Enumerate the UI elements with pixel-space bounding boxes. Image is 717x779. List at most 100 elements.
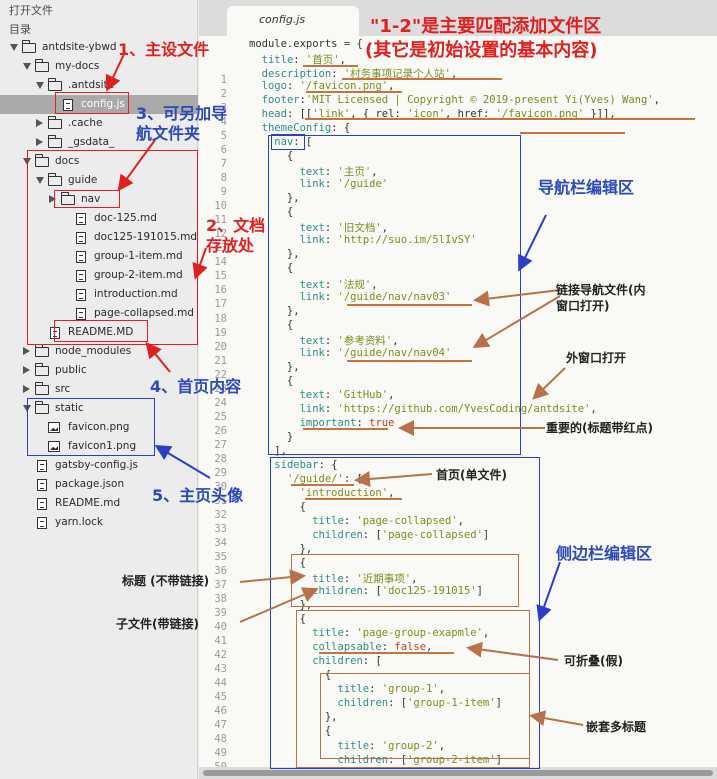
code-line: children: [: [312, 655, 382, 668]
tree-folder[interactable]: my-docs: [0, 57, 198, 76]
tree-file[interactable]: config.js: [0, 95, 198, 114]
line-number: 31: [214, 494, 227, 507]
line-number: 42: [214, 649, 227, 662]
code-line: link: 'http://suo.im/5lIvSY': [299, 234, 477, 247]
file-icon: [37, 460, 47, 472]
code-line: '/guide/': [: [286, 472, 363, 485]
line-number: 20: [214, 340, 227, 353]
tree-folder[interactable]: public: [0, 361, 198, 380]
code-line: title: 'page-group-exapmle',: [312, 627, 490, 640]
tree-folder[interactable]: antdsite-ybwd: [0, 38, 198, 57]
tree-file[interactable]: README.md: [0, 494, 198, 513]
folder-icon: [34, 363, 49, 376]
folder-icon: [60, 192, 75, 205]
tree-item-label: favicon.png: [68, 421, 130, 433]
code-line: {: [249, 669, 332, 682]
line-number: 14: [214, 256, 227, 269]
tree-file[interactable]: gatsby-config.js: [0, 456, 198, 475]
tree-file[interactable]: doc125-191015.md: [0, 228, 198, 247]
line-number: 45: [214, 691, 227, 704]
tree-folder[interactable]: docs: [0, 152, 198, 171]
tab-config-js[interactable]: config.js: [227, 6, 359, 36]
line-number: 5: [220, 130, 227, 143]
tree-file[interactable]: group-1-item.md: [0, 247, 198, 266]
image-file-icon: [48, 441, 60, 452]
code-line: {: [249, 557, 306, 570]
tree-file[interactable]: page-collapsed.md: [0, 304, 198, 323]
tree-item-label: guide: [68, 174, 98, 186]
tree-item-label: README.MD: [68, 326, 134, 338]
tree-file[interactable]: package.json: [0, 475, 198, 494]
code-line: },: [249, 304, 300, 317]
line-number: 35: [214, 551, 227, 564]
tree-item-label: antdsite-ybwd: [42, 41, 117, 53]
tree-folder[interactable]: _gsdata_: [0, 133, 198, 152]
horizontal-scrollbar[interactable]: [199, 767, 717, 779]
chevron-down-icon[interactable]: [10, 44, 18, 51]
tree-folder[interactable]: src: [0, 380, 198, 399]
code-line: text: '主页',: [299, 166, 378, 179]
chevron-down-icon[interactable]: [23, 158, 31, 165]
line-number: 12: [214, 228, 227, 241]
code-line: link: '/guide/nav/nav03': [299, 290, 452, 303]
chevron-down-icon[interactable]: [36, 82, 44, 89]
scrollbar-thumb[interactable]: [203, 770, 713, 776]
code-line: collapsable: false,: [312, 641, 433, 654]
chevron-right-icon[interactable]: [49, 195, 56, 203]
tree-file[interactable]: favicon.png: [0, 418, 198, 437]
line-number: 48: [214, 733, 227, 746]
tree-folder[interactable]: .cache: [0, 114, 198, 133]
file-icon: [76, 289, 86, 301]
folder-icon: [34, 344, 49, 357]
tree-file[interactable]: doc-125.md: [0, 209, 198, 228]
chevron-right-icon[interactable]: [23, 385, 30, 393]
chevron-down-icon[interactable]: [36, 177, 44, 184]
folder-open-icon: [21, 40, 36, 53]
tree-item-label: favicon1.png: [68, 440, 137, 452]
file-icon: [37, 479, 47, 491]
chevron-right-icon[interactable]: [23, 347, 30, 355]
code-line: ],: [249, 444, 287, 457]
chevron-down-icon[interactable]: [23, 63, 31, 70]
code-line: },: [249, 543, 313, 556]
code-line: {: [249, 318, 294, 331]
tree-folder[interactable]: static: [0, 399, 198, 418]
tree-file[interactable]: favicon1.png: [0, 437, 198, 456]
line-number: 24: [214, 396, 227, 409]
tree-file[interactable]: group-2-item.md: [0, 266, 198, 285]
code-line: 'introduction',: [299, 486, 395, 499]
code-line: {: [249, 613, 306, 626]
code-line: text: '旧文档',: [299, 222, 389, 235]
line-number: 23: [214, 382, 227, 395]
line-number: 39: [214, 607, 227, 620]
line-number: 38: [214, 593, 227, 606]
folder-open-icon: [47, 78, 62, 91]
line-number: 8: [220, 172, 227, 185]
tree-item-label: node_modules: [55, 345, 132, 357]
tree-file[interactable]: yarn.lock: [0, 513, 198, 532]
folder-icon: [47, 135, 62, 148]
code-line: {: [249, 206, 294, 219]
line-number: 43: [214, 663, 227, 676]
tree-folder[interactable]: .antdsite: [0, 76, 198, 95]
code-line: description: '村务事项记录个人站',: [261, 68, 458, 81]
chevron-down-icon[interactable]: [23, 405, 31, 412]
line-number: 34: [214, 536, 227, 549]
tree-item-label: group-1-item.md: [94, 250, 183, 262]
line-number: 28: [214, 452, 227, 465]
tree-folder[interactable]: nav: [0, 190, 198, 209]
tree-folder[interactable]: guide: [0, 171, 198, 190]
tab-bar: config.js: [199, 0, 717, 36]
tree-folder[interactable]: node_modules: [0, 342, 198, 361]
line-number: 3: [220, 102, 227, 115]
tree-file[interactable]: README.MD: [0, 323, 198, 342]
chevron-right-icon[interactable]: [36, 138, 43, 146]
code-line: {: [249, 725, 332, 738]
tree-file[interactable]: introduction.md: [0, 285, 198, 304]
chevron-right-icon[interactable]: [23, 366, 30, 374]
tree-item-label: static: [55, 402, 84, 414]
line-number: 22: [214, 368, 227, 381]
chevron-right-icon[interactable]: [36, 119, 43, 127]
file-icon: [76, 308, 86, 320]
